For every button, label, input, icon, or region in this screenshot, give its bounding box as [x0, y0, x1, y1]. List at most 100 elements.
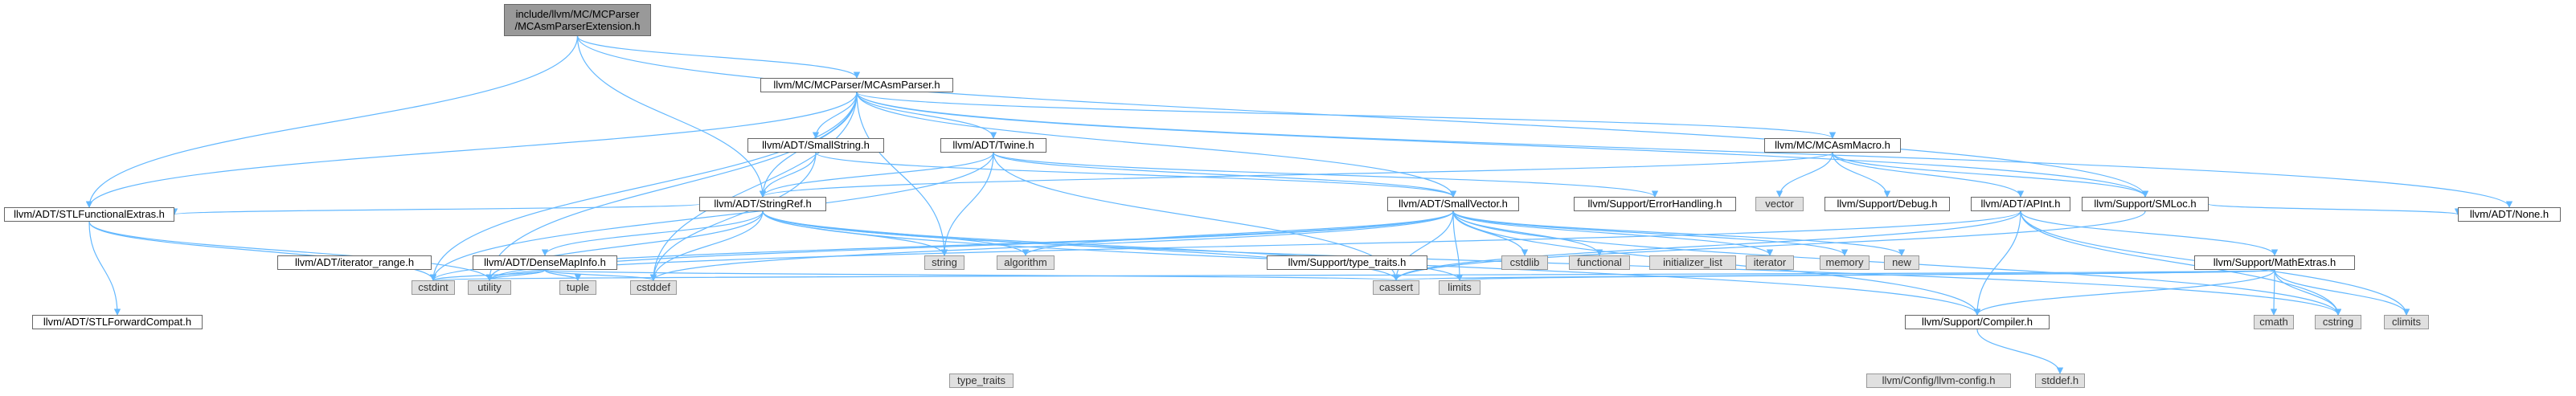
edge-smallstring-to-cstddef — [649, 152, 817, 281]
node-vector[interactable]: vector — [1755, 197, 1804, 211]
edge-smallvector-to-cstdlib — [1452, 210, 1529, 256]
node-cstring[interactable]: cstring — [2315, 315, 2361, 329]
edge-mcasmparser-to-cstdint — [429, 92, 858, 281]
node-stringref[interactable]: llvm/ADT/StringRef.h — [699, 197, 826, 211]
node-compiler[interactable]: llvm/Support/Compiler.h — [1905, 315, 2050, 329]
node-tuple[interactable]: tuple — [559, 280, 596, 295]
edge-mathextras-to-climits — [2274, 269, 2410, 316]
edge-twine-to-string — [940, 152, 994, 256]
node-type-traits[interactable]: type_traits — [949, 374, 1014, 388]
edge-smallvector-to-new — [1452, 210, 1906, 256]
node-densemapinfo[interactable]: llvm/ADT/DenseMapInfo.h — [473, 255, 617, 270]
node-apint[interactable]: llvm/ADT/APInt.h — [1971, 197, 2070, 211]
edge-stringref-to-cstddef — [649, 210, 764, 281]
edge-stringref-to-densemapinfo — [541, 210, 764, 256]
edge-mathextras-to-cmath — [2270, 269, 2278, 316]
edge-mcasmmacro-to-debug — [1832, 152, 1891, 198]
edge-twine-to-cstdint — [429, 152, 994, 281]
root-header-line2: /MCAsmParserExtension.h — [514, 20, 641, 32]
edge-mcasmmacro-to-smloc — [1832, 152, 2149, 198]
node-algorithm[interactable]: algorithm — [997, 255, 1055, 270]
node-memory[interactable]: memory — [1820, 255, 1870, 270]
edge-apint-to-cassert — [1392, 210, 2021, 281]
edge-root-header-to-stringref — [576, 35, 767, 198]
edge-mcasmmacro-to-vector — [1775, 152, 1833, 198]
node-utility[interactable]: utility — [468, 280, 511, 295]
edge-apint-to-mathextras — [2020, 210, 2279, 256]
edge-mcasmparser-to-none — [856, 92, 2513, 208]
edge-root-header-to-mcasmparser — [576, 35, 861, 79]
root-header-line1: include/llvm/MC/MCParser — [515, 8, 640, 20]
node-debug[interactable]: llvm/Support/Debug.h — [1824, 197, 1950, 211]
edge-stringref-to-limits — [762, 210, 1464, 281]
edge-densemapinfo-to-tuple — [544, 269, 582, 281]
edge-smloc-to-cassert — [1392, 210, 2146, 281]
edge-smallvector-to-utility — [486, 210, 1454, 281]
edge-mathextras-to-limits — [1457, 269, 2275, 281]
node-stlfunctionalextras[interactable]: llvm/ADT/STLFunctionalExtras.h — [4, 207, 174, 222]
edge-densemapinfo-to-cassert — [544, 269, 1399, 281]
edge-twine-to-errorhandling — [993, 152, 1658, 198]
edge-mcasmmacro-to-apint — [1832, 152, 2025, 198]
node-stlforwardcompat[interactable]: llvm/ADT/STLForwardCompat.h — [32, 315, 203, 329]
node-root-header[interactable]: include/llvm/MC/MCParser /MCAsmParserExt… — [504, 4, 651, 36]
edge-stringref-to-cstring — [762, 210, 2341, 316]
edge-mcasmparser-to-string — [856, 92, 948, 256]
node-cstddef[interactable]: cstddef — [630, 280, 677, 295]
edge-mcasmparser-to-utility — [485, 92, 858, 281]
node-iterator[interactable]: iterator — [1746, 255, 1794, 270]
node-cassert[interactable]: cassert — [1373, 280, 1419, 295]
edge-twine-to-stringref — [759, 152, 994, 198]
node-functional[interactable]: functional — [1569, 255, 1630, 270]
edge-smallvector-to-functional — [1452, 210, 1603, 256]
node-errorhandling[interactable]: llvm/Support/ErrorHandling.h — [1574, 197, 1736, 211]
edge-smallvector-to-limits — [1452, 210, 1464, 281]
edge-smallstring-to-smallvector — [815, 152, 1456, 198]
node-smloc[interactable]: llvm/Support/SMLoc.h — [2082, 197, 2209, 211]
edge-smallvector-to-iterator — [1452, 210, 1774, 256]
node-mathextras[interactable]: llvm/Support/MathExtras.h — [2194, 255, 2355, 270]
node-climits[interactable]: climits — [2384, 315, 2429, 329]
node-stddef[interactable]: stddef.h — [2035, 374, 2085, 388]
edge-stringref-to-stlfunctionalextras — [171, 203, 700, 215]
edge-stlfunctionalextras-to-utility — [88, 221, 493, 281]
node-mcasmmacro[interactable]: llvm/MC/MCAsmMacro.h — [1764, 138, 1901, 153]
node-llvm-config[interactable]: llvm/Config/llvm-config.h — [1866, 374, 2011, 388]
node-initializer-list[interactable]: initializer_list — [1649, 255, 1736, 270]
edge-smallvector-to-memory — [1452, 210, 1849, 256]
edge-mcasmmacro-to-stringref — [760, 152, 1833, 198]
node-cstdlib[interactable]: cstdlib — [1501, 255, 1548, 270]
edge-stlfunctionalextras-to-cstdint — [88, 221, 437, 281]
edge-root-header-to-stlfunctionalextras — [85, 35, 579, 208]
edge-mcasmparser-to-mcasmmacro — [856, 92, 1836, 139]
edge-apint-to-utility — [486, 210, 2021, 281]
edge-smallvector-to-cstddef — [649, 210, 1454, 281]
edge-mcasmparser-to-smallstring — [812, 92, 858, 139]
node-new[interactable]: new — [1884, 255, 1919, 270]
node-smallvector[interactable]: llvm/ADT/SmallVector.h — [1387, 197, 1519, 211]
node-cmath[interactable]: cmath — [2254, 315, 2294, 329]
edge-mcasmparser-to-stlfunctionalextras — [85, 92, 858, 208]
edge-stringref-to-string — [762, 210, 948, 256]
edge-apint-to-cstring — [2020, 210, 2342, 316]
edge-apint-to-compiler — [1973, 210, 2021, 316]
node-string[interactable]: string — [924, 255, 964, 270]
edge-mcasmparser-to-cstddef — [649, 92, 858, 281]
node-twine[interactable]: llvm/ADT/Twine.h — [940, 138, 1046, 153]
node-none[interactable]: llvm/ADT/None.h — [2458, 207, 2561, 222]
node-mcasmparser[interactable]: llvm/MC/MCParser/MCAsmParser.h — [760, 78, 953, 92]
edge-mathextras-to-cstring — [2274, 269, 2342, 316]
node-smallstring[interactable]: llvm/ADT/SmallString.h — [747, 138, 884, 153]
node-limits[interactable]: limits — [1439, 280, 1480, 295]
edge-mathextras-to-cstdint — [432, 269, 2275, 281]
edge-twine-to-smallvector — [993, 152, 1457, 198]
edge-mcasmparser-to-smallvector — [856, 92, 1457, 198]
edge-smallstring-to-stringref — [759, 152, 817, 198]
node-cstdint[interactable]: cstdint — [412, 280, 455, 295]
node-iterator-range[interactable]: llvm/ADT/iterator_range.h — [277, 255, 432, 270]
edge-smallvector-to-algorithm — [1022, 210, 1454, 256]
edge-compiler-to-stddef — [1976, 329, 2064, 374]
edge-mcasmparser-to-twine — [856, 92, 997, 139]
edge-smloc-to-none — [2208, 203, 2461, 215]
node-type-traits-support[interactable]: llvm/Support/type_traits.h — [1267, 255, 1427, 270]
